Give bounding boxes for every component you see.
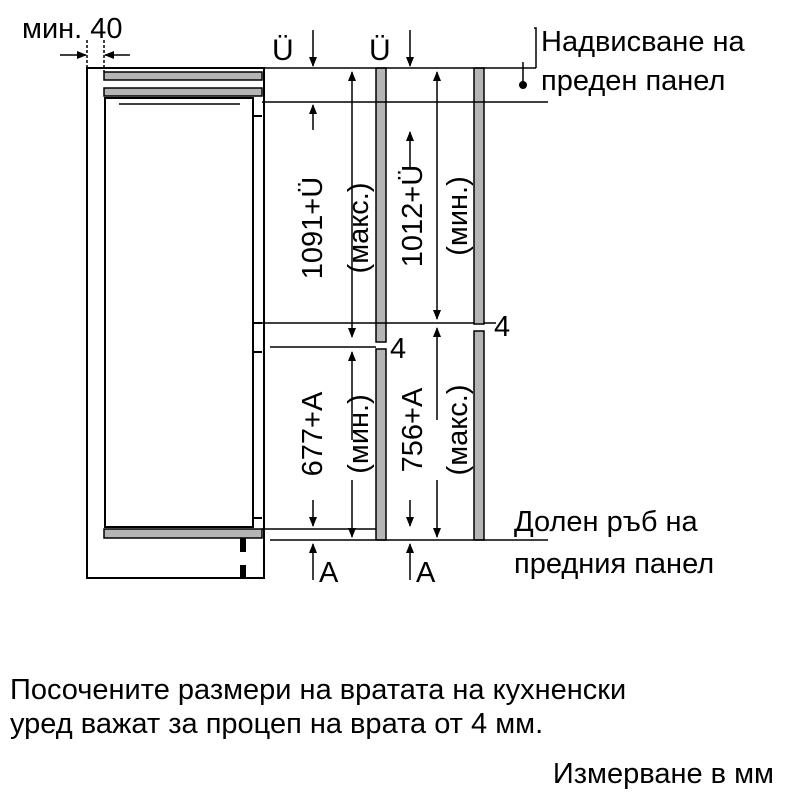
cabinet-shelves bbox=[103, 71, 263, 539]
gap-center-label: 4 bbox=[390, 333, 406, 365]
dim-lower-right-note: (макс.) bbox=[442, 385, 474, 476]
overhang-label-right: Ü bbox=[369, 34, 391, 67]
dim-upper-left: 1091+Ü bbox=[297, 177, 329, 279]
dim-lower-left: 677+A bbox=[297, 391, 329, 476]
gap-right-label: 4 bbox=[494, 311, 510, 343]
dim-upper-right: 1012+Ü bbox=[397, 165, 429, 267]
a-label-left: A bbox=[319, 557, 339, 589]
overhang-arrows bbox=[309, 30, 414, 130]
door-gap-note-line2: уред важат за процеп на врата от 4 мм. bbox=[10, 708, 544, 740]
a-label-right: A bbox=[416, 557, 436, 589]
overhang-label-left: Ü bbox=[272, 34, 294, 67]
mounting-brackets bbox=[240, 538, 246, 578]
door-gap-note-line1: Посочените размери на вратата на кухненс… bbox=[10, 674, 627, 706]
dim-lower-left-note: (мин.) bbox=[343, 394, 375, 474]
dim-upper-right-note: (мин.) bbox=[442, 176, 474, 256]
min-gap-indicator bbox=[60, 40, 130, 72]
callout-dot bbox=[519, 81, 527, 89]
front-panel-callout bbox=[522, 27, 537, 82]
lower-dimension-arrows bbox=[309, 327, 441, 580]
units-note: Измерване в мм bbox=[552, 758, 774, 790]
bottom-edge-line2: предния панел bbox=[514, 548, 714, 580]
front-panel-overhang-line1: Надвисване на bbox=[541, 26, 746, 58]
dim-upper-left-note: (макс.) bbox=[343, 183, 375, 274]
dim-lower-right: 756+A bbox=[397, 387, 429, 472]
upper-dimension-arrows bbox=[348, 71, 441, 338]
reference-lines bbox=[262, 67, 548, 541]
cabinet-outline bbox=[86, 67, 265, 579]
min-gap-label: мин. 40 bbox=[22, 13, 123, 45]
bottom-edge-line1: Долен ръб на bbox=[514, 506, 699, 538]
front-panel-overhang-line2: преден панел bbox=[541, 65, 725, 97]
